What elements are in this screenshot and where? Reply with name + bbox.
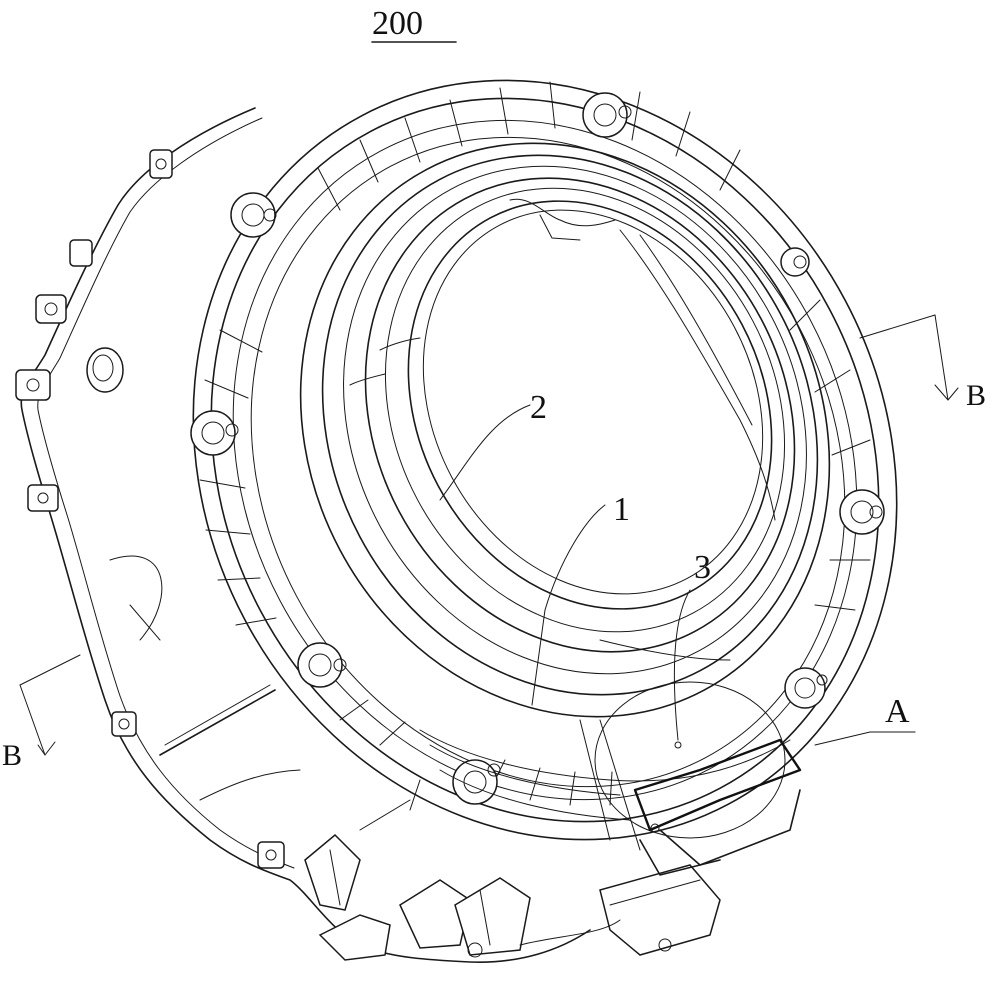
tub-back-shell — [16, 108, 720, 962]
label-section-b-left: B — [2, 739, 22, 772]
label-part-1: 1 — [613, 491, 630, 528]
label-detail-a: A — [885, 693, 910, 730]
figure-title: 200 — [372, 5, 423, 42]
detail-circle-a — [595, 682, 785, 838]
front-frame-ring — [62, 0, 999, 964]
mounting-bosses — [191, 93, 884, 804]
label-part-2: 2 — [530, 389, 547, 426]
label-part-3: 3 — [694, 549, 711, 586]
label-section-b-right: B — [966, 379, 986, 412]
